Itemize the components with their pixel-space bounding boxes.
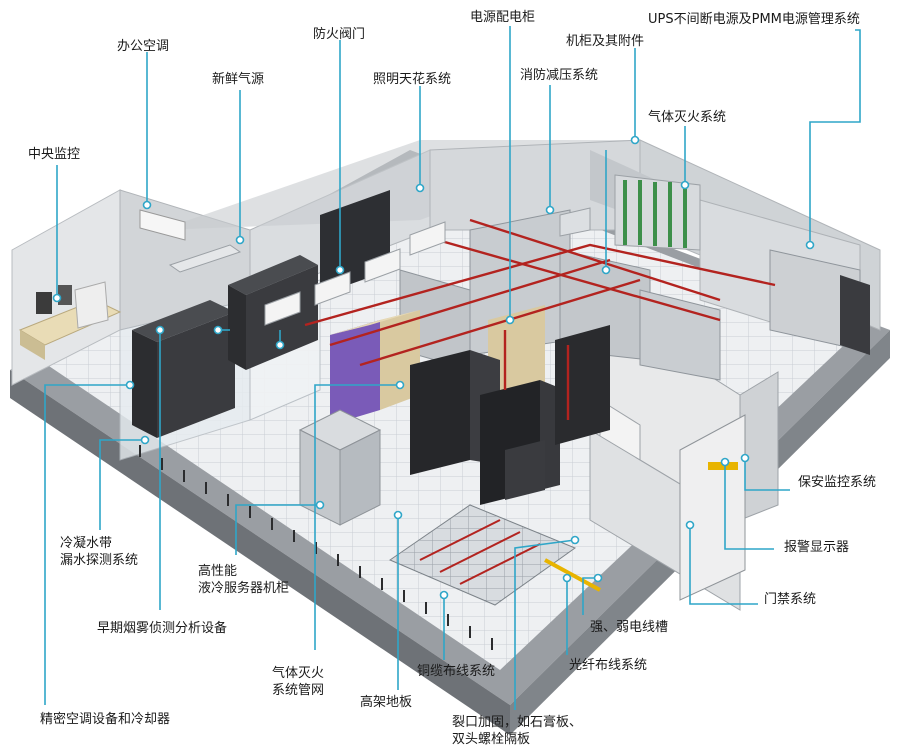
ceiling-fixtures (139, 207, 591, 326)
leader-power-trunking (582, 577, 598, 615)
label-security-monitoring: 保安监控系统 (798, 475, 877, 490)
leader-gas-fire-pipe (314, 384, 400, 650)
label-gas-fire-pipe-2: 系统管网 (272, 683, 325, 698)
leader-crack-reinforce (514, 539, 576, 710)
leader-alarm-display (724, 462, 774, 550)
office-corner (18, 281, 122, 360)
leader-lines (44, 26, 861, 710)
label-cabinet-accessories: 机柜及其附件 (566, 34, 645, 49)
label-fiber-cabling: 光纤布线系统 (569, 658, 648, 673)
label-copper-cabling: 铜缆布线系统 (417, 664, 496, 679)
floor-cutaway (388, 504, 601, 606)
leader-access-control (689, 525, 758, 605)
label-crack-reinforce: 裂口加固，如石膏板、 双头螺栓隔板 (452, 714, 582, 748)
leader-ups (809, 29, 861, 245)
label-office-ac: 办公空调 (117, 39, 170, 54)
label-lighting-ceiling: 照明天花系统 (373, 72, 452, 87)
label-ups: UPS不间断电源及PMM电源管理系统 (648, 12, 860, 27)
leader-liquid-cooled-rack (235, 504, 320, 555)
label-fire-valve: 防火阀门 (313, 27, 366, 42)
label-alarm-display: 报警显示器 (784, 540, 850, 555)
label-early-smoke: 早期烟雾侦测分析设备 (97, 621, 228, 636)
leader-leak-detection (99, 439, 145, 530)
raised-floor-pedestals (139, 445, 493, 650)
label-gas-fire-pipe-1: 气体灭火 (272, 666, 325, 681)
label-high-performance: 高性能 (198, 564, 238, 579)
label-power-cabinet: 电源配电柜 (470, 10, 536, 25)
leader-security-monitoring (744, 458, 790, 491)
label-condensate-leak: 冷凝水带 漏水探测系统 (60, 535, 138, 569)
gas-fire-pipe-network (304, 218, 776, 420)
label-liquid-cooled: 高性能 液冷服务器机柜 (198, 563, 289, 597)
label-access-control: 门禁系统 (764, 592, 817, 607)
label-power-trunking: 强、弱电线槽 (590, 620, 669, 635)
label-precision-ac: 精密空调设备和冷却器 (40, 712, 171, 727)
label-fresh-air: 新鲜气源 (212, 72, 265, 87)
label-raised-floor: 高架地板 (360, 695, 413, 710)
label-condensate-line: 冷凝水带 (60, 536, 113, 551)
label-leak-detection: 漏水探测系统 (60, 553, 139, 568)
label-central-monitoring: 中央监控 (28, 147, 81, 162)
label-crack-reinforce-2: 双头螺栓隔板 (452, 732, 531, 747)
label-liquid-cooled-rack: 液冷服务器机柜 (198, 581, 290, 596)
leader-precision-ac (44, 384, 130, 705)
label-gas-fire-extinguishing: 气体灭火系统 (648, 110, 727, 125)
label-fire-decompression: 消防减压系统 (520, 68, 599, 83)
label-gas-fire-pipe: 气体灭火 系统管网 (272, 665, 324, 699)
label-crack-reinforce-1: 裂口加固，如石膏板、 (452, 715, 583, 730)
